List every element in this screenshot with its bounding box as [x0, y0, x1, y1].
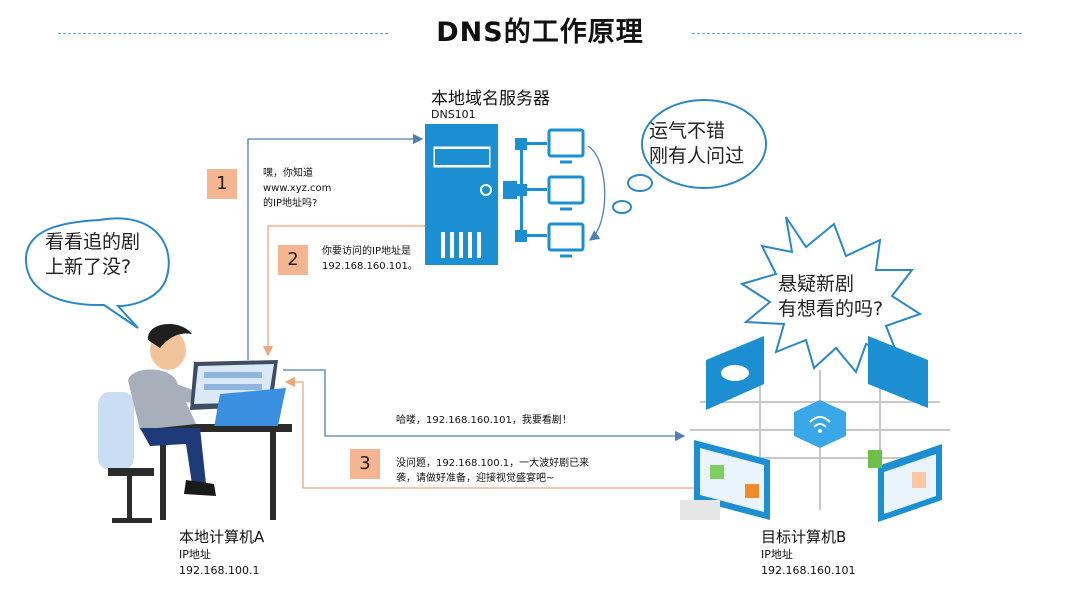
computer-b-illustration [680, 336, 950, 522]
step-3-badge: 3 [350, 449, 380, 479]
step-2-line1: 你要访问的IP地址是 [322, 246, 411, 257]
title-divider-left [58, 33, 388, 34]
computer-b-labels: 目标计算机B IP地址 192.168.160.101 [761, 526, 855, 579]
user-bubble-text: 看看追的剧 上新了没? [45, 230, 140, 280]
target-spiky-bubble [739, 216, 923, 374]
step-3-line1: 没问题，192.168.100.1，一大波好剧已来 [396, 458, 590, 469]
step-1-line3: 的IP地址吗? [263, 198, 318, 209]
server-bubble-line2: 刚有人问过 [649, 145, 745, 167]
user-bubble-line1: 看看追的剧 [45, 231, 141, 253]
computer-a-illustration [98, 323, 292, 523]
computer-a-labels: 本地计算机A IP地址 192.168.100.1 [179, 526, 264, 579]
dns-server-name: DNS101 [431, 108, 476, 121]
step-2-text: 你要访问的IP地址是 192.168.160.101。 [322, 244, 418, 274]
step-1-text: 嘿，你知道 www.xyz.com 的IP地址吗? [263, 166, 331, 211]
computer-a-ip-label: IP地址 [179, 548, 211, 561]
step-2-badge: 2 [278, 245, 308, 275]
arrow-request-to-b [283, 369, 686, 442]
target-bubble-text: 悬疑新剧 有想看的吗? [778, 272, 883, 322]
step-2-line2: 192.168.160.101。 [322, 261, 418, 272]
computer-a-name: 本地计算机A [179, 528, 265, 546]
page-title: DNS的工作原理 [436, 17, 644, 48]
target-bubble-line2: 有想看的吗? [778, 298, 884, 320]
arrow-reply-from-dns [262, 225, 425, 357]
dns-server-icon [425, 124, 498, 265]
dns-server-title: 本地域名服务器 [431, 89, 550, 109]
network-tree-icon [503, 138, 547, 242]
server-bubble-text: 运气不错 刚有人问过 [649, 119, 744, 169]
step-1-badge: 1 [207, 169, 237, 199]
user-bubble-line2: 上新了没? [45, 256, 132, 278]
computer-b-ip: 192.168.160.101 [761, 564, 856, 577]
title-divider-right [692, 33, 1022, 34]
computer-a-ip: 192.168.100.1 [179, 564, 260, 577]
step-1-line1: 嘿，你知道 [263, 168, 313, 179]
arrow-response-to-a [284, 376, 694, 489]
client-monitor-icons [547, 128, 585, 258]
step-3-line2: 袭，请做好准备，迎接视觉盛宴吧~ [396, 473, 555, 484]
server-bubble-line1: 运气不错 [649, 120, 726, 142]
request-message: 哈喽，192.168.160.101，我要看剧！ [396, 415, 572, 426]
computer-b-ip-label: IP地址 [761, 548, 793, 561]
target-bubble-line1: 悬疑新剧 [778, 273, 855, 295]
curve-arrow-icon [587, 145, 606, 241]
arrow-query-to-dns [247, 133, 424, 360]
server-thought-bubble [612, 99, 767, 214]
step-1-line2: www.xyz.com [263, 183, 332, 194]
step-3-text: 没问题，192.168.100.1，一大波好剧已来 袭，请做好准备，迎接视觉盛宴… [396, 456, 589, 486]
user-speech-bubble [24, 217, 170, 329]
computer-b-name: 目标计算机B [761, 528, 847, 546]
